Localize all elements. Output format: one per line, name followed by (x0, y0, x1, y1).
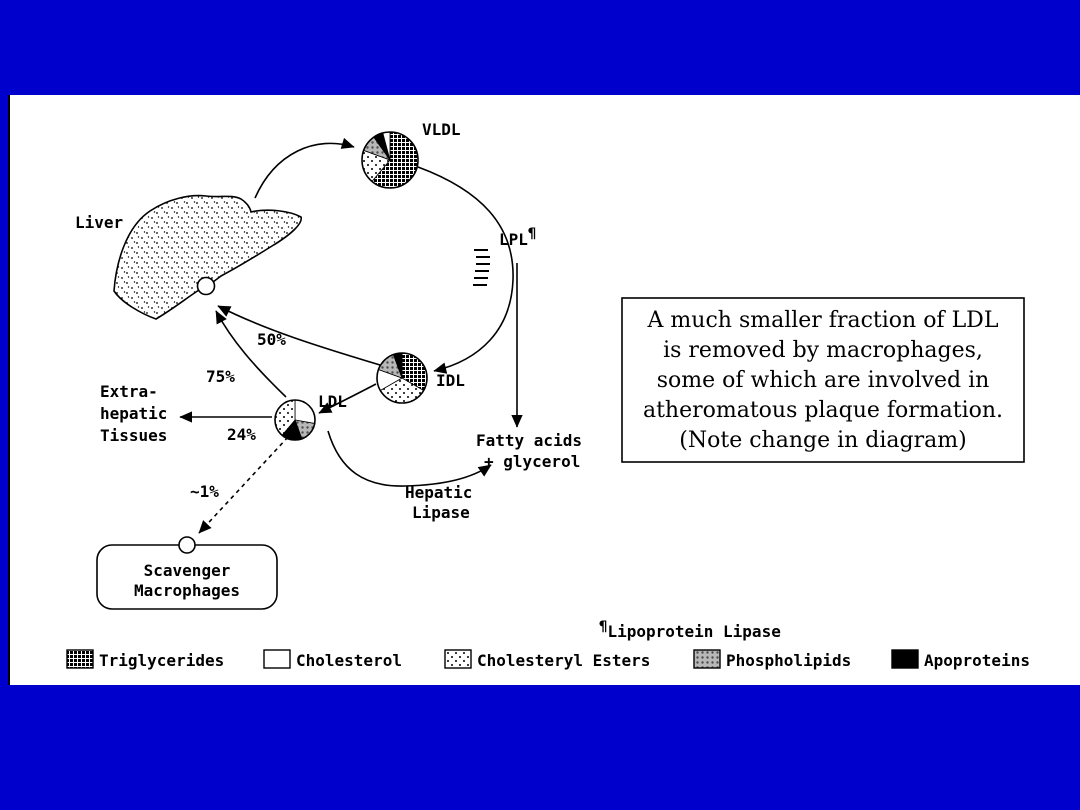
lpl-footnote: ¶Lipoprotein Lipase (599, 619, 781, 641)
vldl-particle (361, 131, 419, 189)
arrow-ldl-to-scavenger-1pct (198, 436, 289, 534)
vldl-label: VLDL (422, 120, 461, 139)
arrow-vldl-to-idl (417, 166, 514, 374)
slide-canvas: Liver VLDL LPL¶ (8, 95, 1080, 685)
ldl-particle (274, 399, 316, 441)
flow-arrows (179, 137, 523, 534)
legend-label-phospholipids: Phospholipids (726, 651, 851, 670)
svg-text:hepatic: hepatic (100, 404, 167, 423)
pct-75-label: 75% (206, 367, 235, 386)
idl-particle (376, 352, 428, 404)
liver-receptor-notch (196, 276, 216, 296)
liver-label: Liver (75, 213, 123, 232)
svg-text:(Note change in diagram): (Note change in diagram) (679, 428, 966, 453)
svg-text:some of which are involved in: some of which are involved in (657, 368, 990, 393)
fatty-acids-glycerol-label: Fatty acids + glycerol (476, 431, 582, 471)
note-box: A much smaller fraction of LDL is remove… (621, 297, 1025, 463)
svg-text:A much smaller fraction of LDL: A much smaller fraction of LDL (647, 308, 999, 333)
liver-shape (113, 194, 302, 320)
pct-24-label: 24% (227, 425, 256, 444)
arrow-idl-to-liver-50 (217, 305, 381, 366)
legend-label-cholesterol: Cholesterol (296, 651, 402, 670)
legend-swatch-cholesteryl-esters (444, 649, 472, 669)
ldl-label: LDL (318, 392, 347, 411)
scavenger-macrophages-box: Scavenger Macrophages (96, 536, 278, 610)
arrow-idl-to-ldl (318, 383, 377, 414)
lipoprotein-metabolism-diagram: Liver VLDL LPL¶ (66, 120, 1030, 670)
extra-hepatic-tissues-label: Extra- hepatic Tissues (100, 382, 167, 445)
legend: Triglycerides Cholesterol Cholesteryl Es… (66, 649, 1030, 670)
svg-text:Scavenger: Scavenger (144, 561, 231, 580)
legend-swatch-apoproteins (891, 649, 919, 669)
arrow-ldl-to-liver-75 (215, 310, 287, 398)
legend-label-cholesteryl-esters: Cholesteryl Esters (477, 651, 650, 670)
arrow-liver-to-vldl (254, 137, 355, 199)
svg-text:atheromatous plaque formation.: atheromatous plaque formation. (643, 398, 1003, 423)
lpl-label: LPL¶ (499, 226, 536, 249)
legend-swatch-phospholipids (693, 649, 721, 669)
lpl-enzyme-mark (473, 249, 490, 286)
legend-swatch-triglycerides (66, 649, 94, 669)
scavenger-receptor-notch (178, 536, 196, 554)
hepatic-lipase-label: Hepatic Lipase (405, 483, 472, 522)
svg-text:Tissues: Tissues (100, 426, 167, 445)
svg-text:Extra-: Extra- (100, 382, 158, 401)
legend-label-triglycerides: Triglycerides (99, 651, 224, 670)
svg-text:Hepatic: Hepatic (405, 483, 472, 502)
svg-text:+ glycerol: + glycerol (484, 452, 580, 471)
svg-text:is removed by macrophages,: is removed by macrophages, (663, 338, 983, 363)
svg-text:Macrophages: Macrophages (134, 581, 240, 600)
legend-swatch-cholesterol (263, 649, 291, 669)
pct-50-label: 50% (257, 330, 286, 349)
svg-text:Lipase: Lipase (412, 503, 470, 522)
idl-label: IDL (436, 371, 465, 390)
svg-text:Fatty acids: Fatty acids (476, 431, 582, 450)
legend-label-apoproteins: Apoproteins (924, 651, 1030, 670)
pct-1-label: ~1% (190, 482, 219, 501)
arrow-hepatic-lipase-to-fatty-acids (327, 430, 492, 487)
